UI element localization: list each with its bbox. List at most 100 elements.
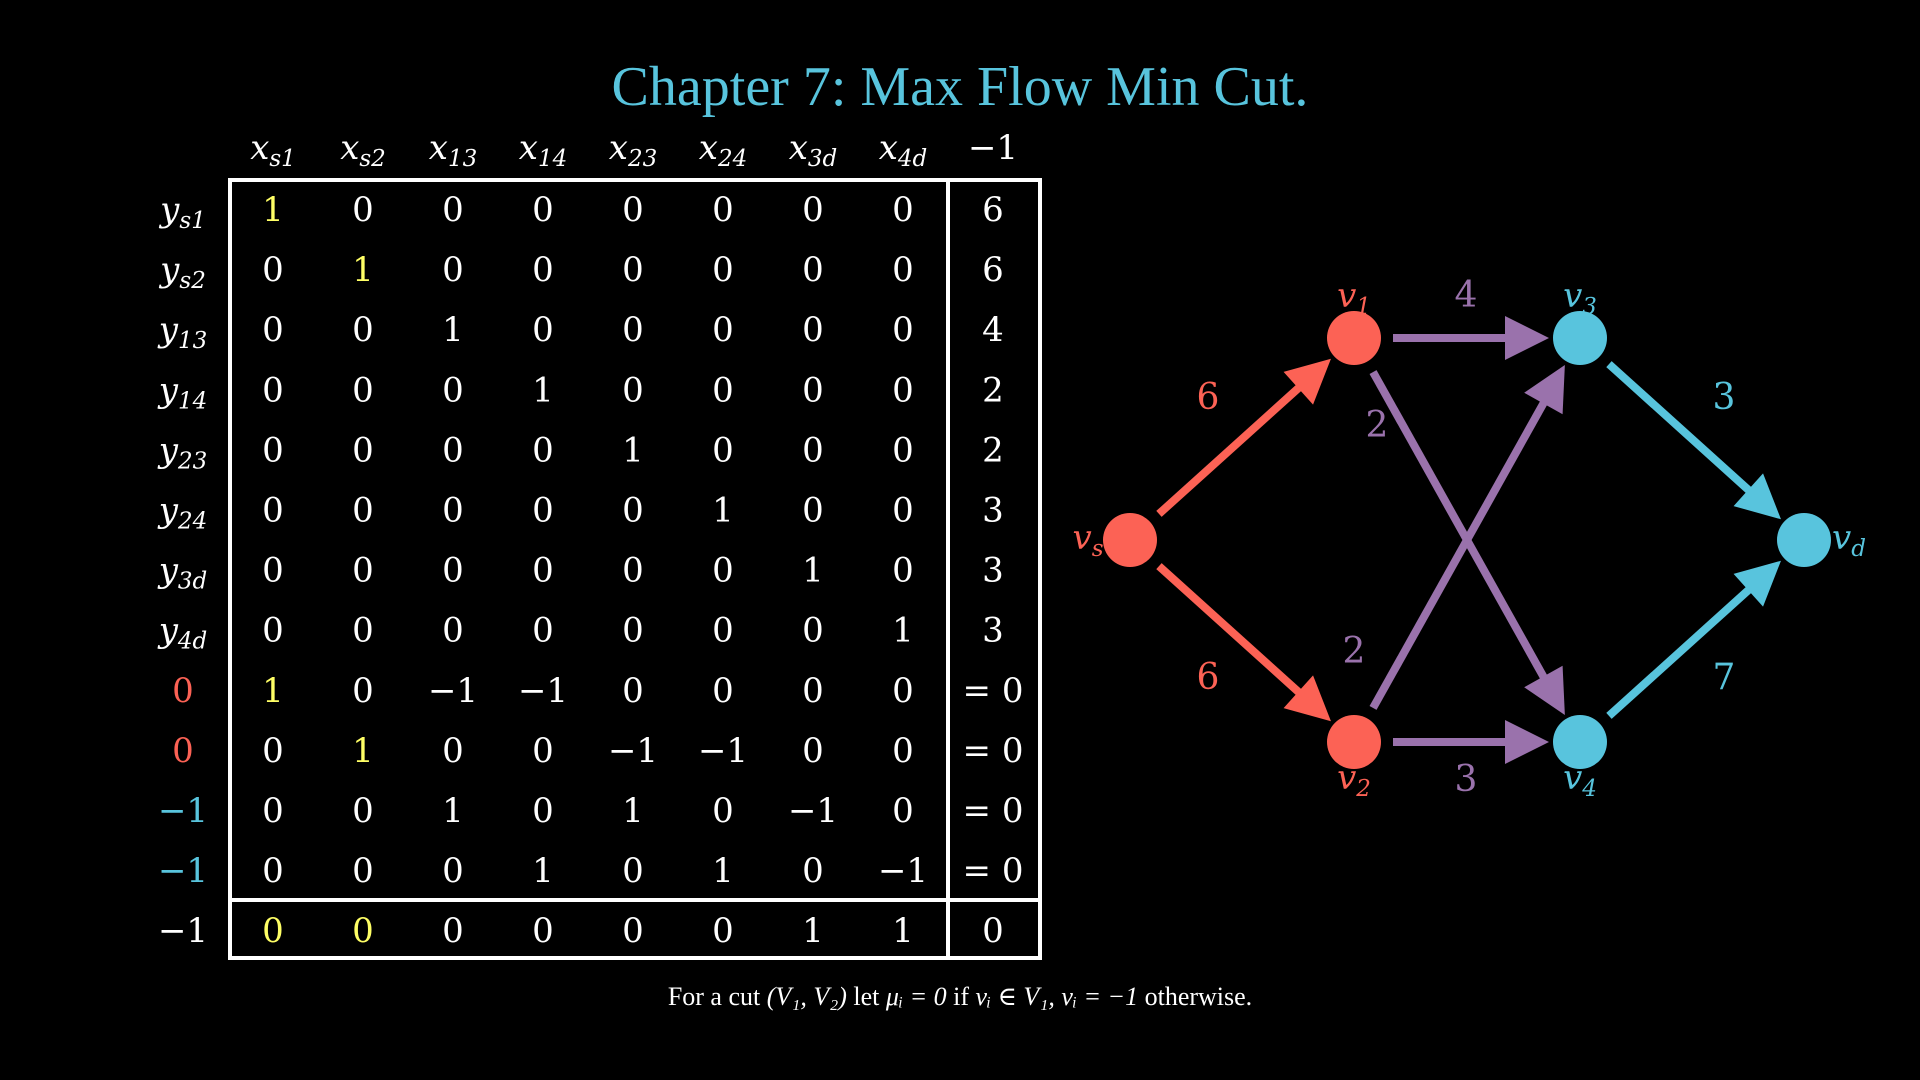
edge-v2-v4 — [1393, 720, 1549, 764]
column-header-3d: x3d — [789, 128, 838, 172]
matrix-cell: 0 — [442, 491, 464, 531]
matrix-cell: 1 — [622, 791, 644, 831]
node-v4 — [1553, 715, 1607, 769]
matrix-cell: 0 — [262, 731, 284, 771]
matrix-cell: 0 — [352, 370, 374, 410]
matrix-cell: 0 — [712, 370, 734, 410]
caption-cut: (V₁, V₂) — [766, 982, 847, 1011]
matrix-cell: 1 — [352, 250, 374, 290]
caption-condition: vᵢ ∈ V₁, vᵢ = −1 — [975, 982, 1139, 1011]
matrix-cell: 0 — [712, 250, 734, 290]
row-label-dual-10: −1 — [158, 791, 208, 831]
matrix-cell: 0 — [532, 190, 554, 230]
matrix-cell: 0 — [532, 731, 554, 771]
matrix-cell: 1 — [802, 551, 824, 591]
row-label-24: y24 — [157, 491, 208, 535]
column-header-24: x24 — [699, 128, 747, 172]
edge-line — [1606, 585, 1753, 719]
column-header-s2: xs2 — [340, 128, 386, 172]
matrix-cell: 0 — [442, 190, 464, 230]
matrix-cell: 0 — [532, 551, 554, 591]
matrix-cell: 0 — [352, 430, 374, 470]
matrix-cell: 0 — [352, 190, 374, 230]
matrix-cell: 0 — [712, 911, 734, 951]
matrix-cell: 1 — [712, 491, 734, 531]
matrix-cell: −1 — [518, 671, 568, 711]
matrix-cell: 0 — [442, 911, 464, 951]
row-label-14: y14 — [157, 370, 208, 414]
matrix-cell: 0 — [622, 911, 644, 951]
matrix-cell: 1 — [442, 310, 464, 350]
matrix-cell: −1 — [608, 731, 658, 771]
edge-v1-v3 — [1393, 316, 1549, 360]
arrowhead-icon — [1505, 720, 1549, 764]
row-label-3d: y3d — [157, 551, 208, 595]
edge-capacity-label: 2 — [1366, 405, 1389, 446]
column-header-13: x13 — [429, 128, 477, 172]
matrix-cell: 0 — [712, 190, 734, 230]
arrowhead-icon — [1524, 365, 1565, 415]
edge-line — [1156, 563, 1303, 697]
matrix-cell: 0 — [802, 310, 824, 350]
matrix-cell: 0 — [352, 791, 374, 831]
arrowhead-icon — [1505, 316, 1549, 360]
matrix-cell: 1 — [262, 190, 284, 230]
matrix-cell: 0 — [622, 611, 644, 651]
matrix-cell: 0 — [622, 671, 644, 711]
matrix-cell: 0 — [262, 851, 284, 891]
arrowhead-icon — [1283, 358, 1331, 405]
matrix-cell: 0 — [532, 250, 554, 290]
matrix-cell: 0 — [802, 370, 824, 410]
matrix-cell: 0 — [892, 190, 914, 230]
column-header-4d: x4d — [879, 128, 928, 172]
matrix-cell: 0 — [262, 491, 284, 531]
matrix-cell: 0 — [802, 491, 824, 531]
node-v2 — [1327, 715, 1381, 769]
matrix-cell: 0 — [352, 551, 374, 591]
node-label-vs: vs — [1072, 518, 1103, 562]
matrix-cell: 1 — [532, 370, 554, 410]
edge-line — [1606, 361, 1753, 495]
edge-v4-vd — [1606, 560, 1781, 719]
node-vd — [1777, 513, 1831, 567]
matrix-cell: 0 — [532, 611, 554, 651]
row-label-4d: y4d — [157, 611, 208, 655]
matrix-cell: 0 — [442, 611, 464, 651]
matrix-cell: 0 — [352, 310, 374, 350]
matrix-cell: 0 — [892, 310, 914, 350]
caption-suffix: otherwise. — [1138, 982, 1253, 1011]
rhs-cell: = 0 — [963, 851, 1024, 891]
matrix-cell: 1 — [892, 911, 914, 951]
matrix-cell: 1 — [352, 731, 374, 771]
matrix-cell: 0 — [622, 370, 644, 410]
edge-capacity-label: 3 — [1455, 759, 1478, 800]
matrix-cell: −1 — [698, 731, 748, 771]
matrix-cell: 0 — [532, 911, 554, 951]
matrix-cell: −1 — [788, 791, 838, 831]
rhs-cell: 3 — [982, 611, 1004, 651]
arrowhead-icon — [1733, 560, 1781, 607]
matrix-cell: 0 — [262, 551, 284, 591]
matrix-cell: 0 — [802, 671, 824, 711]
matrix-cell: 0 — [442, 430, 464, 470]
matrix-cell: 1 — [712, 851, 734, 891]
matrix-cell: 1 — [622, 430, 644, 470]
matrix-cell: 0 — [712, 551, 734, 591]
matrix-cell: 0 — [442, 370, 464, 410]
row-label-s2: ys2 — [158, 250, 206, 294]
node-vs — [1103, 513, 1157, 567]
column-header-14: x14 — [519, 128, 567, 172]
matrix-cell: 1 — [892, 611, 914, 651]
edge-capacity-label: 6 — [1197, 377, 1220, 418]
matrix-cell: 0 — [802, 430, 824, 470]
matrix-cell: 0 — [262, 370, 284, 410]
matrix-cell: 0 — [352, 611, 374, 651]
rhs-cell: 3 — [982, 491, 1004, 531]
matrix-cell: 0 — [802, 851, 824, 891]
matrix-cell: 0 — [262, 911, 284, 951]
matrix-cell: 0 — [892, 430, 914, 470]
matrix-cell: 0 — [352, 911, 374, 951]
edge-capacity-label: 7 — [1713, 657, 1736, 698]
row-label-23: y23 — [157, 430, 208, 474]
